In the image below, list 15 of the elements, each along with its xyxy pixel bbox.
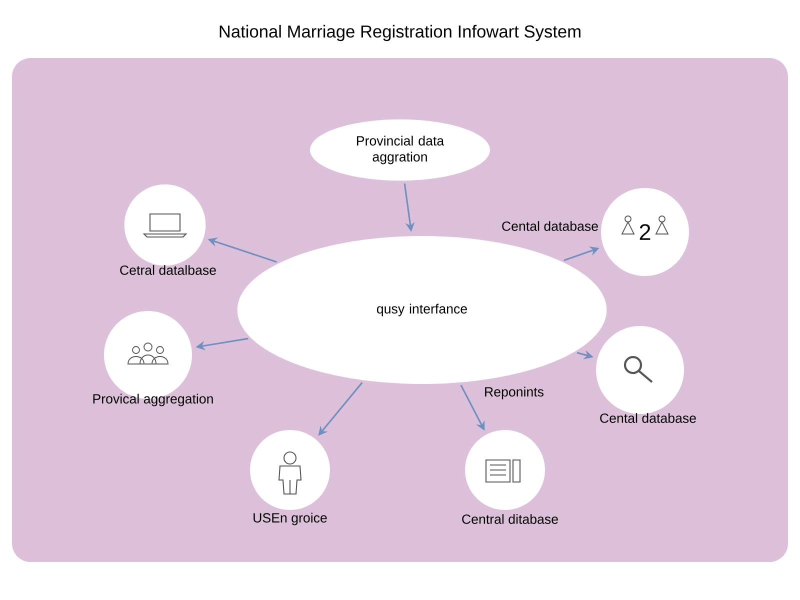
circle-node: 2	[601, 188, 689, 276]
circle-node	[596, 326, 684, 414]
edge-label: Reponints	[485, 386, 544, 400]
node-caption: Cetral datalbase	[120, 265, 216, 275]
node-caption: Provical aggregation	[93, 394, 213, 406]
node-caption: USEn groice	[254, 512, 327, 526]
node-caption: Cental database	[502, 221, 598, 231]
title: National Marriage Registration Infowart System	[220, 24, 580, 42]
circle-node	[465, 430, 545, 510]
node-caption: Central ditabase	[462, 514, 558, 524]
circle-node	[124, 184, 206, 266]
circle-node	[250, 430, 330, 510]
ellipse-node: Provincial data aggration	[310, 119, 490, 181]
node-caption: Cental database	[600, 413, 696, 423]
ellipse-node: qusy interfance	[237, 236, 607, 384]
